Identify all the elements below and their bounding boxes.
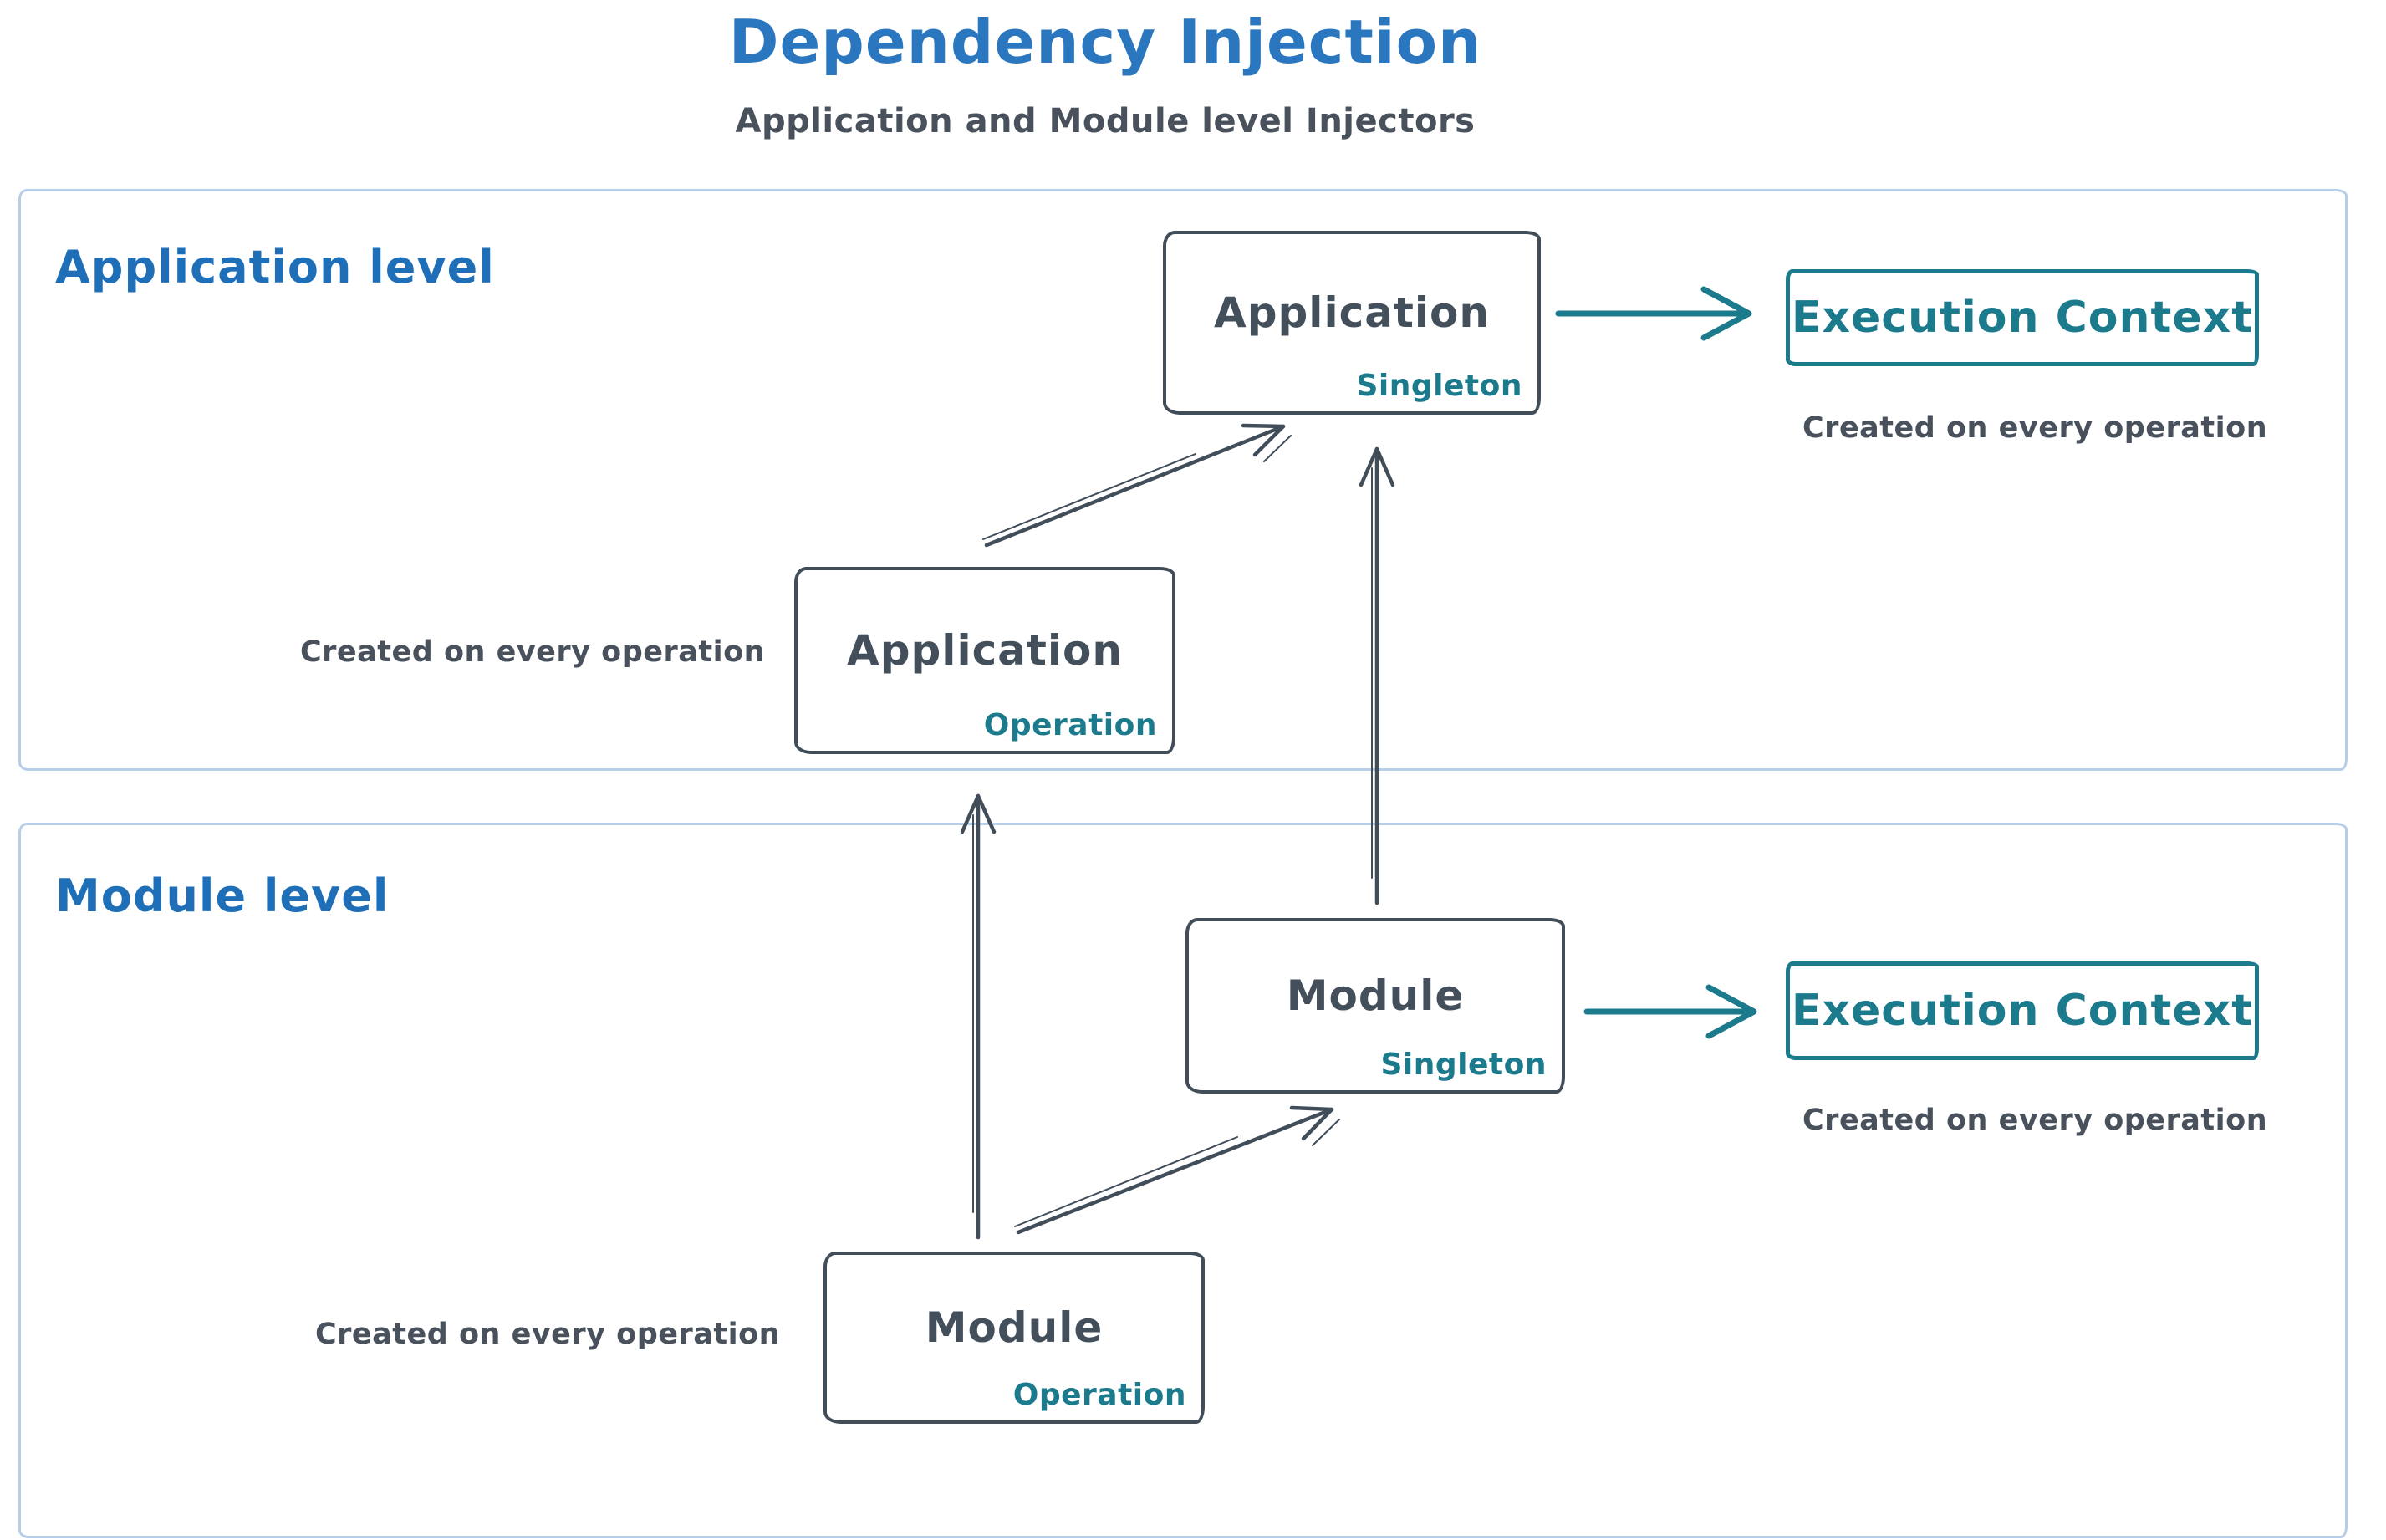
node-scope-badge: Operation <box>1012 1378 1186 1412</box>
node-title: Module <box>925 1303 1104 1352</box>
page-title: Dependency Injection <box>728 7 1482 77</box>
module-execution-context-caption: Created on every operation <box>1802 1104 2268 1137</box>
application-level-label: Application level <box>55 241 495 293</box>
node-scope-badge: Singleton <box>1356 369 1522 403</box>
node-scope-badge: Singleton <box>1380 1048 1547 1082</box>
node-title: Application <box>1214 288 1490 337</box>
execution-context-title: Execution Context <box>1791 986 2254 1036</box>
module-operation-caption: Created on every operation <box>314 1318 781 1351</box>
module-singleton-node: Module Singleton <box>1185 918 1565 1094</box>
module-level-label: Module level <box>55 869 390 922</box>
application-execution-context-caption: Created on every operation <box>1802 411 2268 445</box>
application-singleton-node: Application Singleton <box>1163 231 1541 415</box>
module-level-container <box>18 823 2348 1538</box>
application-operation-node: Application Operation <box>794 567 1175 754</box>
execution-context-title: Execution Context <box>1791 293 2254 343</box>
module-operation-node: Module Operation <box>823 1252 1205 1424</box>
application-level-container <box>18 189 2348 771</box>
application-operation-caption: Created on every operation <box>299 635 766 669</box>
node-title: Module <box>1286 971 1465 1020</box>
node-title: Application <box>847 626 1123 675</box>
page-subtitle: Application and Module level Injectors <box>735 102 1476 140</box>
node-scope-badge: Operation <box>983 708 1157 742</box>
application-execution-context-box: Execution Context <box>1786 269 2259 366</box>
module-execution-context-box: Execution Context <box>1786 961 2259 1060</box>
